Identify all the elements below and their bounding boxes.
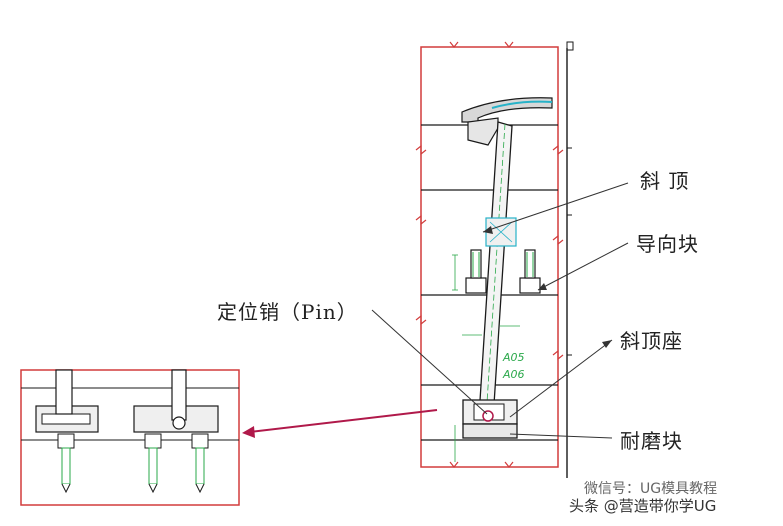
inset-stem-right [171,369,187,421]
detail-arrow-line [249,409,438,433]
detail-inset [20,369,240,506]
dimension-marks [452,254,520,462]
mold-section: A05 A06 [415,41,574,478]
watermark-line2: 头条 @营造带你学UG [569,497,717,515]
leader-guide [537,242,629,291]
reference-tab [566,41,574,51]
bolt-icon [144,433,162,494]
tick-marks [567,147,572,356]
label-lifter-base: 斜顶座 [620,329,683,353]
inset-pin [172,416,186,430]
label-wear-plate: 耐磨块 [620,429,683,453]
mold-frame [420,46,559,468]
leader-lines [371,182,629,439]
label-lifter: 斜 顶 [640,169,690,193]
product-part [461,97,553,123]
inset-pin-slot [41,413,91,425]
bolt-icon [519,249,541,294]
leader-pin [371,309,488,415]
lifter-centerline [485,123,506,419]
bolt-icon [465,249,487,294]
leader-lifter [482,182,629,233]
arrow-icon [483,226,612,348]
arrow-icon [242,426,255,438]
guide-block-cross [489,221,513,243]
inset-stem-left [55,369,73,415]
inset-frame [20,369,240,506]
watermark-line1: 微信号：UG模具教程 [584,481,718,497]
product-contour [491,100,553,109]
annotation-a06: A06 [502,368,525,381]
lifter-head [467,117,499,146]
bolt-icon [191,433,209,494]
label-locating-pin: 定位销（Pin） [217,300,358,324]
bolt-icon [57,433,75,494]
label-guide-block: 导向块 [636,232,699,256]
break-symbol-icon [415,41,564,468]
annotation-a05: A05 [502,351,525,364]
locating-pin [482,410,494,422]
wear-plate [462,423,518,439]
leader-base [509,339,613,418]
leader-wear [509,433,613,439]
